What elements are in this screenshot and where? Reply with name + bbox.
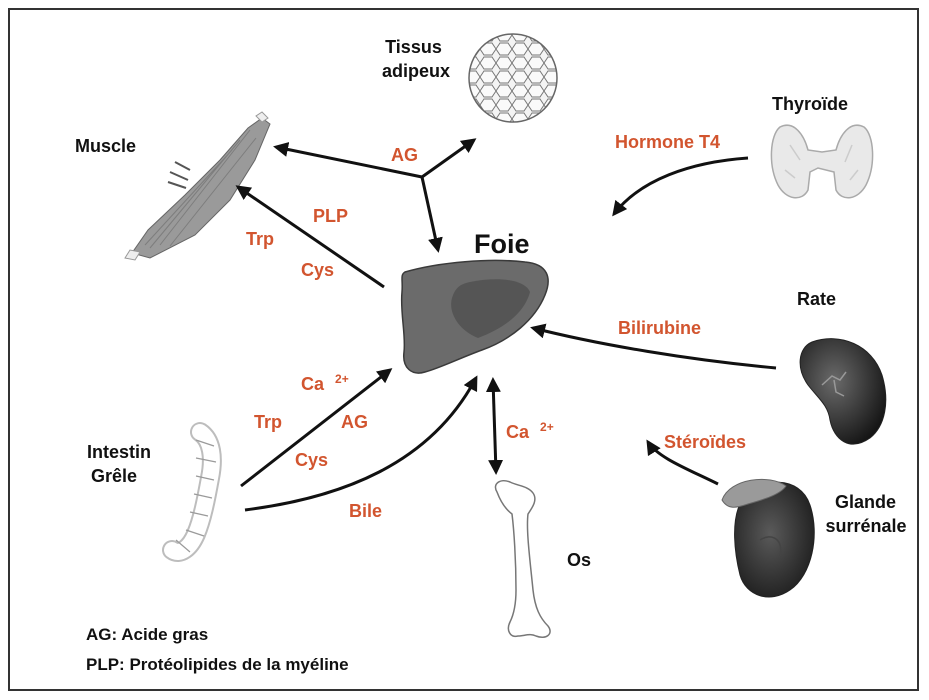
bilirubine-label: Bilirubine	[618, 318, 701, 338]
thyroid-icon	[771, 125, 872, 198]
muscle-label: Muscle	[75, 136, 136, 156]
foie-label: Foie	[474, 229, 530, 259]
cys-top-label: Cys	[301, 260, 334, 280]
spleen-icon	[800, 339, 886, 444]
ca-right-label: Ca 2+	[506, 420, 554, 442]
rate-label: Rate	[797, 289, 836, 309]
legend-ag: AG: Acide gras	[86, 625, 208, 644]
liver-icon	[402, 260, 549, 373]
ag-bottom-label: AG	[341, 412, 368, 432]
thyroide-label: Thyroïde	[772, 94, 848, 114]
bile-label: Bile	[349, 501, 382, 521]
adrenal-gland-icon	[722, 479, 814, 597]
hormone-t4-label: Hormone T4	[615, 132, 720, 152]
glande-surrenale-label: Glande surrénale	[825, 492, 906, 536]
steroides-label: Stéroïdes	[664, 432, 746, 452]
ca-left-label: Ca 2+	[301, 372, 349, 394]
adipose-tissue-icon	[469, 34, 557, 122]
bone-icon	[495, 481, 550, 638]
os-label: Os	[567, 550, 591, 570]
cys-bottom-label: Cys	[295, 450, 328, 470]
trp-top-label: Trp	[246, 229, 274, 249]
ag-top-label: AG	[391, 145, 418, 165]
legend-plp: PLP: Protéolipides de la myéline	[86, 655, 349, 674]
trp-bottom-label: Trp	[254, 412, 282, 432]
intestine-icon	[172, 432, 216, 552]
plp-label: PLP	[313, 206, 348, 226]
intestin-grele-label: Intestin Grêle	[87, 442, 156, 486]
tissus-adipeux-label: Tissus adipeux	[382, 37, 450, 81]
